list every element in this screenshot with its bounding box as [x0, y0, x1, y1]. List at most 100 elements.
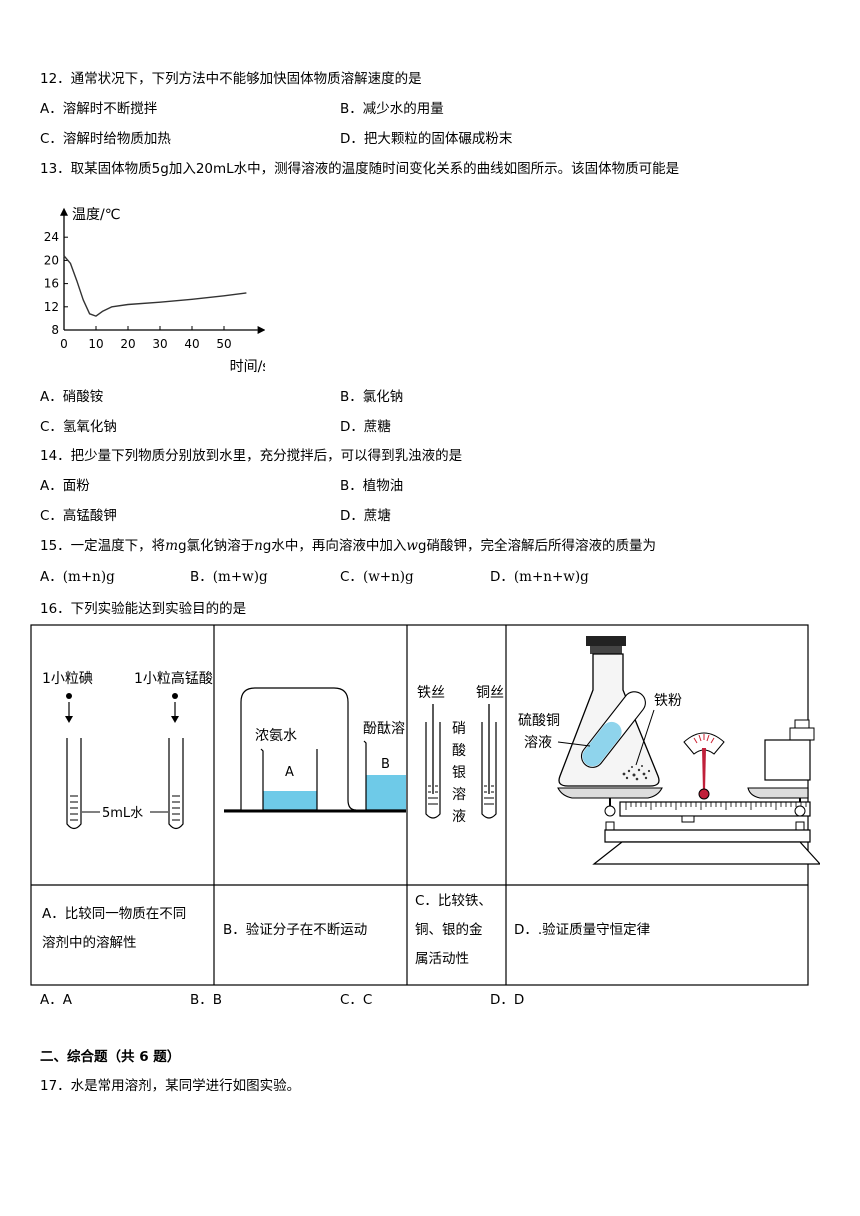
- stopper-icon: [586, 636, 626, 646]
- beaker-a-icon: [260, 748, 318, 811]
- balance-pan-right: [747, 787, 809, 799]
- section-heading: 二、综合题（共 6 题）: [40, 1049, 181, 1065]
- q14-option-b: B．植物油: [340, 478, 404, 494]
- q15-option-d: D．(m+n+w)g: [490, 565, 589, 585]
- test-tube-icon: [481, 722, 497, 819]
- iodine-label: 1小粒碘: [42, 671, 93, 687]
- x-tick-label: 50: [216, 337, 231, 351]
- option-label: A．: [40, 569, 63, 585]
- q16-option-a: A．A: [40, 992, 72, 1008]
- q15-option-a: A．(m+n)g: [40, 565, 115, 585]
- q16-experiment-table: 1小粒碘 1小粒高锰酸 5mL水 浓氨水 酚酞溶 A: [30, 624, 820, 986]
- q12-option-a: A．溶解时不断搅拌: [40, 101, 158, 117]
- water-volume-label: 5mL水: [102, 806, 143, 821]
- caption-c-line2: 铜、银的金: [415, 922, 483, 938]
- q13-option-d: D．蔗糖: [340, 419, 391, 435]
- caption-c-line3: 属活动性: [415, 951, 469, 967]
- q17-stem: 17．水是常用溶剂，某同学进行如图实验。: [40, 1078, 301, 1094]
- weight-icon: [764, 739, 811, 781]
- option-expression: (m+n+w)g: [513, 569, 589, 585]
- q16-option-c: C．C: [340, 992, 373, 1008]
- iron-powder-label: 铁粉: [654, 693, 682, 709]
- silver-nitrate-label: 溶: [452, 787, 466, 803]
- q13-option-a: A．硝酸铵: [40, 389, 104, 405]
- q14-option-d: D．蔗塘: [340, 508, 391, 524]
- option-expression: (w+n)g: [362, 569, 414, 585]
- iron-wire-label: 铁丝: [417, 685, 445, 701]
- temperature-time-chart: 8 12 16 20 24 0 10 20 30 40 50 温度/℃ 时间/s: [44, 207, 265, 375]
- panel-d-mass-conservation-figure: 硫酸铜 溶液 铁粉: [518, 636, 820, 865]
- q15-stem: 15．一定温度下，将mg氯化钠溶于ng水中，再向溶液中加入wg硝酸钾，完全溶解后…: [40, 534, 656, 554]
- option-expression: (m+n)g: [62, 569, 115, 585]
- y-tick-label: 24: [44, 230, 59, 244]
- x-tick-label: 0: [60, 337, 68, 351]
- q12-stem: 12．通常状况下，下列方法中不能够加快固体物质溶解速度的是: [40, 71, 422, 87]
- q12-option-c: C．溶解时给物质加热: [40, 131, 171, 147]
- x-tick-label: 20: [120, 337, 135, 351]
- x-tick-label: 10: [88, 337, 103, 351]
- q16-option-b: B．B: [190, 992, 223, 1008]
- iodine-particle-icon: [66, 693, 72, 699]
- panel-a-dissolution-figure: 1小粒碘 1小粒高锰酸 5mL水: [42, 670, 213, 830]
- q12-option-b: B．减少水的用量: [340, 101, 444, 117]
- y-axis-title: 温度/℃: [72, 207, 120, 223]
- q16-stem: 16．下列实验能达到实验目的的是: [40, 601, 247, 617]
- silver-nitrate-label: 银: [452, 765, 466, 781]
- x-tick-label: 30: [152, 337, 167, 351]
- y-tick-label: 12: [44, 300, 59, 314]
- ammonia-label: 浓氨水: [255, 728, 297, 744]
- q13-stem: 13．取某固体物质5g加入20mL水中，测得溶液的温度随时间变化关系的曲线如图所…: [40, 161, 680, 177]
- panel-c-metal-activity-figure: 铁丝 铜丝 硝 酸 银 溶 液: [417, 685, 504, 825]
- silver-nitrate-label: 液: [452, 809, 466, 825]
- balance-base: [604, 829, 811, 843]
- q15-stem-part: g硝酸钾，完全溶解后所得溶液的质量为: [417, 538, 656, 554]
- x-axis-title: 时间/s: [230, 359, 265, 375]
- caption-c-line1: C．比较铁、: [415, 893, 492, 909]
- option-expression: (m+w)g: [212, 569, 268, 585]
- temperature-curve: [63, 255, 247, 317]
- q16-option-d: D．D: [490, 992, 525, 1008]
- q15-var-w: w: [406, 538, 418, 554]
- beaker-a-label: A: [285, 765, 294, 780]
- test-tube-icon: [66, 738, 82, 830]
- test-tube-icon: [168, 738, 184, 830]
- q12-option-d: D．把大颗粒的固体碾成粉末: [340, 131, 513, 147]
- beaker-b-icon: [363, 740, 406, 811]
- silver-nitrate-label: 硝: [452, 721, 466, 737]
- y-axis-arrow-icon: [60, 207, 68, 216]
- y-tick-label: 8: [51, 323, 59, 337]
- x-axis-arrow-icon: [257, 326, 265, 334]
- permanganate-label: 1小粒高锰酸: [134, 670, 213, 687]
- q15-option-c: C．(w+n)g: [340, 565, 414, 585]
- q15-option-b: B．(m+w)g: [190, 565, 268, 585]
- option-label: C．: [340, 569, 363, 585]
- balance-beam: [619, 801, 811, 817]
- q15-stem-part: g氯化钠溶于: [178, 538, 255, 554]
- q14-stem: 14．把少量下列物质分别放到水里，充分搅拌后，可以得到乳浊液的是: [40, 448, 463, 464]
- permanganate-particle-icon: [172, 693, 178, 699]
- y-tick-label: 16: [44, 277, 59, 291]
- beaker-b-label: B: [381, 757, 390, 772]
- caption-d: D．.验证质量守恒定律: [514, 922, 650, 938]
- balance-pan-left: [557, 787, 663, 799]
- q13-option-c: C．氢氧化钠: [40, 419, 117, 435]
- q13-option-b: B．氯化钠: [340, 389, 404, 405]
- bell-jar-icon: [224, 687, 357, 811]
- copper-wire-label: 铜丝: [476, 685, 504, 701]
- q14-option-a: A．面粉: [40, 478, 90, 494]
- silver-nitrate-label: 酸: [452, 743, 466, 759]
- copper-sulfate-label: 硫酸铜: [518, 713, 560, 729]
- y-tick-label: 20: [44, 253, 59, 267]
- option-label: D．: [490, 569, 514, 585]
- q15-stem-part: g水中，再向溶液中加入: [262, 538, 407, 554]
- arrow-down-icon: [171, 716, 179, 723]
- x-tick-label: 40: [184, 337, 199, 351]
- q15-var-m: m: [165, 538, 178, 554]
- caption-b: B．验证分子在不断运动: [223, 922, 367, 938]
- panel-b-molecular-motion-figure: 浓氨水 酚酞溶 A B: [224, 687, 406, 813]
- arrow-down-icon: [65, 716, 73, 723]
- caption-a-line2: 溶剂中的溶解性: [42, 935, 137, 951]
- caption-a-line1: A．比较同一物质在不同: [42, 906, 186, 922]
- copper-sulfate-label-2: 溶液: [524, 735, 552, 751]
- test-tube-icon: [425, 722, 441, 819]
